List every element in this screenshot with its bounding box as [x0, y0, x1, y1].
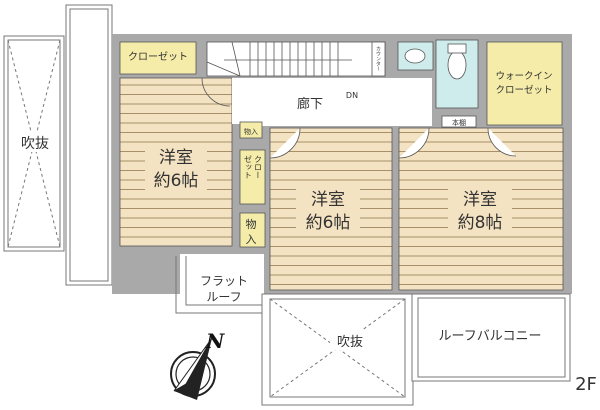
- storage-small-label: 物入: [244, 127, 258, 136]
- void-bottom-label: 吹抜: [337, 334, 363, 350]
- storage-small: [239, 121, 263, 139]
- room-middle-label-1: 洋室: [311, 190, 345, 210]
- closet-top-left: [119, 41, 197, 75]
- storage-tall: [239, 212, 266, 248]
- door-swing: [201, 77, 231, 107]
- bookshelf-label: 本棚: [452, 118, 466, 127]
- roof-balcony: ルーフバルコニー: [411, 293, 571, 382]
- compass-north-label: N: [205, 329, 225, 353]
- room-middle-label-2: 約6帖: [306, 213, 351, 233]
- walk-in-closet-label-1: ウォークイン: [495, 71, 552, 82]
- void-left: 吹抜: [3, 4, 113, 286]
- void-left-label: 吹抜: [21, 136, 49, 152]
- room-left-label-1: 洋室: [159, 148, 193, 168]
- room-left-label-2: 約6帖: [154, 171, 199, 191]
- stairs-dn-label: DN: [346, 91, 358, 100]
- void-bottom: 吹抜: [261, 293, 414, 406]
- room-right-label-2: 約8帖: [458, 213, 503, 233]
- roof-balcony-label: ルーフバルコニー: [439, 329, 542, 344]
- stairs: カウンター: [206, 41, 386, 77]
- storage-tall-label-1: 物: [246, 217, 257, 231]
- toilet-icon: [447, 50, 467, 80]
- flat-roof-label-2: ルーフ: [206, 290, 241, 304]
- flat-roof-label-1: フラット: [200, 274, 248, 288]
- walk-in-closet-label-2: クローゼット: [495, 84, 552, 96]
- room-right-label-1: 洋室: [463, 190, 497, 210]
- counter-label: カウンター: [375, 46, 381, 71]
- sink-icon: [404, 48, 426, 64]
- bookshelf: [441, 115, 477, 128]
- corridor-label: 廊下: [297, 96, 323, 112]
- flat-roof: フラット ルーフ: [175, 256, 262, 314]
- floor-label: 2F: [575, 374, 597, 395]
- storage-tall-label-2: 入: [246, 233, 257, 246]
- closet-top-left-label: クローゼット: [128, 51, 188, 63]
- walk-in-closet: [486, 41, 563, 126]
- compass-icon: N: [170, 329, 225, 400]
- closet-vertical: [239, 149, 266, 205]
- closet-vertical-label-1: クロー: [254, 155, 263, 179]
- closet-vertical-label-2: ゼット: [244, 155, 253, 179]
